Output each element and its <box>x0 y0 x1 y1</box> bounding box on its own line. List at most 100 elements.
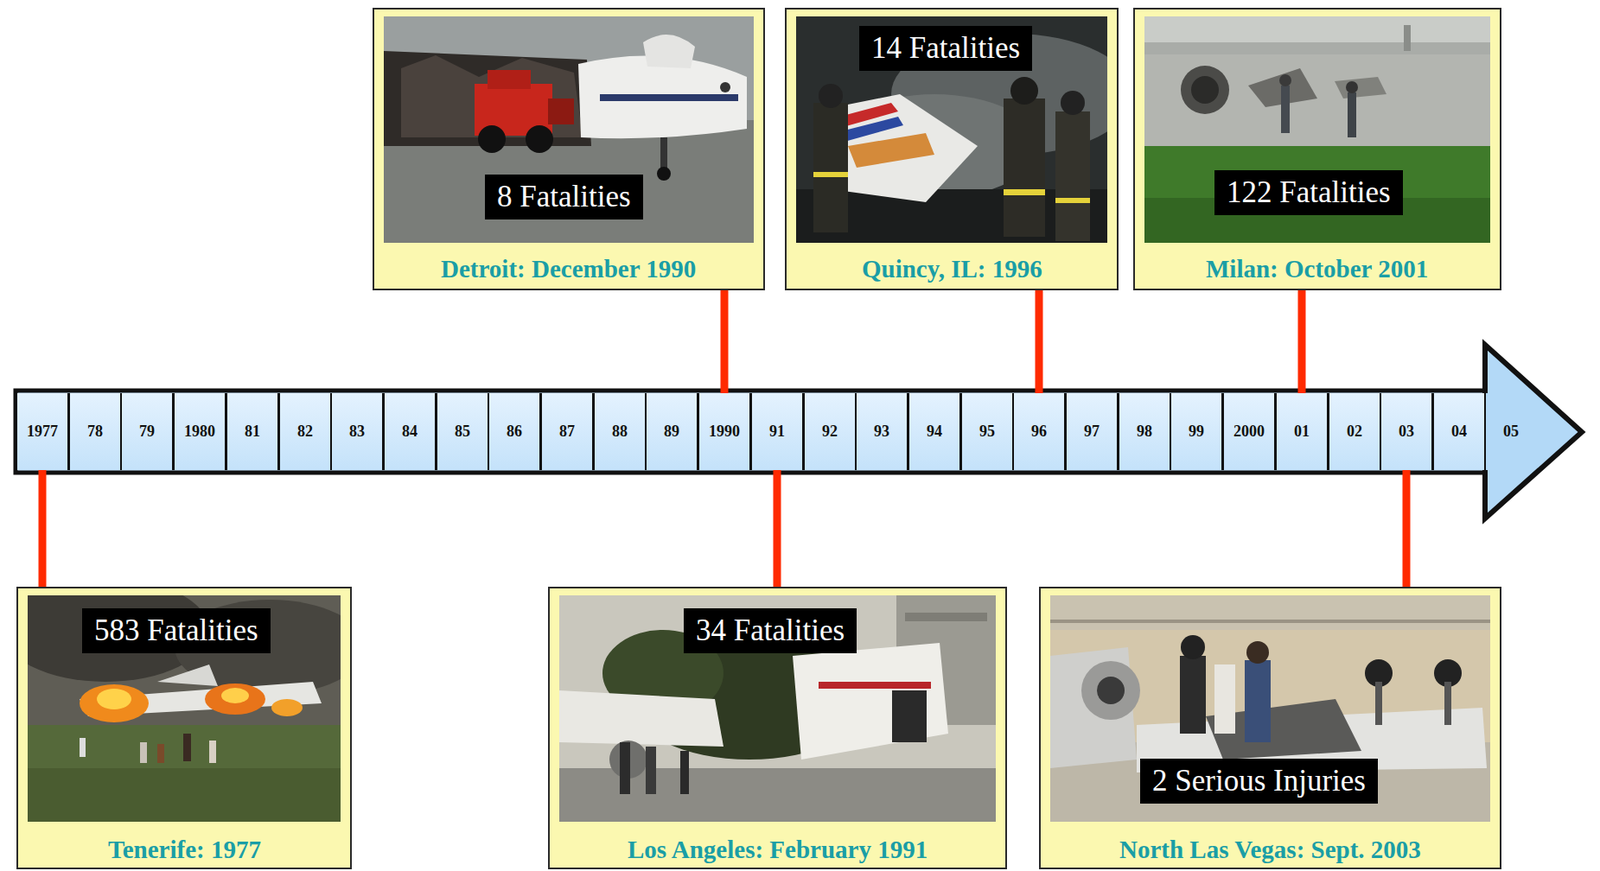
year-cell: 97 <box>1064 393 1119 471</box>
year-text: 84 <box>401 422 418 441</box>
photo-detail <box>1055 111 1091 242</box>
timeline-band <box>15 390 1490 473</box>
event-caption: North Las Vegas: Sept. 2003 <box>1119 835 1422 866</box>
photo-detail <box>559 690 724 747</box>
photo-detail <box>157 744 165 764</box>
year-cell: 93 <box>854 393 909 471</box>
photo-detail <box>1281 85 1290 134</box>
photo-detail <box>680 751 689 795</box>
year-text: 1977 <box>26 422 58 441</box>
year-text: 04 <box>1451 422 1467 441</box>
photo-detail <box>847 133 935 168</box>
year-cell: 94 <box>907 393 962 471</box>
year-text: 99 <box>1188 422 1205 441</box>
year-cell: 1977 <box>15 393 70 471</box>
year-text: 89 <box>663 422 680 441</box>
event-box: 14 FatalitiesQuincy, IL: 1996 <box>784 7 1119 291</box>
event-caption: Los Angeles: February 1991 <box>627 835 928 866</box>
photo-detail <box>619 742 631 795</box>
year-text: 85 <box>454 422 471 441</box>
photo-detail <box>1214 664 1236 734</box>
year-text: 98 <box>1136 422 1153 441</box>
photo-detail <box>209 740 217 764</box>
photo-detail <box>1055 197 1091 204</box>
photo-detail <box>1375 682 1383 726</box>
crash-photo <box>1144 16 1491 243</box>
event-box: 122 FatalitiesMilan: October 2001 <box>1133 7 1502 291</box>
year-cell: 2000 <box>1222 393 1276 471</box>
photo-frame <box>1133 7 1502 291</box>
year-cell: 86 <box>487 393 542 471</box>
timeline-arrowhead <box>1485 344 1582 519</box>
crash-photo <box>796 16 1134 243</box>
photo-detail <box>1246 641 1269 664</box>
photo-detail <box>487 70 531 90</box>
photo-detail <box>1003 189 1046 196</box>
photo-detail <box>905 612 988 622</box>
photo-detail <box>183 733 192 762</box>
year-cell: 92 <box>803 393 857 471</box>
photo-detail <box>1144 42 1491 55</box>
photo-detail <box>204 683 266 715</box>
photo-detail <box>1334 76 1387 99</box>
year-cell: 01 <box>1274 393 1329 471</box>
year-text: 88 <box>611 422 628 441</box>
year-text: 86 <box>506 422 523 441</box>
photo-detail <box>1010 76 1039 105</box>
year-text: 1980 <box>184 422 216 441</box>
photo-detail <box>79 684 149 723</box>
photo-detail <box>1144 16 1491 243</box>
year-cell: 82 <box>278 393 332 471</box>
crash-photo <box>559 595 996 823</box>
photo-detail <box>599 94 739 102</box>
photo-detail <box>1096 676 1125 705</box>
photo-detail <box>818 682 931 689</box>
photo-detail <box>271 699 303 717</box>
year-cell: 84 <box>382 393 437 471</box>
year-cell: 1980 <box>172 393 227 471</box>
photo-detail <box>157 664 218 687</box>
year-cell: 95 <box>960 393 1014 471</box>
event-box: 583 FatalitiesTenerife: 1977 <box>16 586 352 870</box>
photo-detail <box>1244 660 1271 743</box>
event-caption: Tenerife: 1977 <box>108 835 262 866</box>
photo-detail <box>1050 595 1491 631</box>
crash-photo <box>1 578 365 823</box>
year-cell: 85 <box>435 393 490 471</box>
photo-frame <box>548 586 1008 870</box>
photo-detail <box>79 738 86 758</box>
casualty-label: 34 Fatalities <box>683 608 857 654</box>
event-box: 34 FatalitiesLos Angeles: February 1991 <box>548 586 1008 870</box>
year-text: 02 <box>1346 422 1363 441</box>
photo-detail <box>1179 656 1206 734</box>
year-text: 05 <box>1503 422 1519 441</box>
photo-detail <box>1345 81 1358 94</box>
year-text: 87 <box>559 422 575 441</box>
crash-photo <box>1050 595 1491 823</box>
year-text: 78 <box>87 422 103 441</box>
photo-detail <box>645 746 657 795</box>
year-text: 79 <box>139 422 155 441</box>
year-text: 01 <box>1294 422 1310 441</box>
photo-detail <box>401 55 583 138</box>
casualty-label: 8 Fatalities <box>484 174 644 220</box>
photo-detail <box>1444 682 1452 726</box>
event-caption: Quincy, IL: 1996 <box>861 254 1043 285</box>
photo-detail <box>525 125 554 153</box>
year-text: 96 <box>1031 422 1047 441</box>
year-cell: 88 <box>592 393 647 471</box>
year-cell: 89 <box>644 393 699 471</box>
timeline-connector <box>1402 470 1411 587</box>
year-cell: 87 <box>540 393 594 471</box>
photo-detail <box>1180 65 1230 115</box>
photo-detail <box>27 725 341 823</box>
event-box: 8 FatalitiesDetroit: December 1990 <box>372 7 765 291</box>
year-text: 93 <box>873 422 890 441</box>
year-text: 83 <box>349 422 365 441</box>
year-cell: 05 <box>1485 393 1537 471</box>
year-text: 1990 <box>708 422 740 441</box>
event-box: 2 Serious InjuriesNorth Las Vegas: Sept.… <box>1039 586 1502 870</box>
photo-detail <box>1144 146 1491 243</box>
photo-detail <box>1180 635 1205 660</box>
